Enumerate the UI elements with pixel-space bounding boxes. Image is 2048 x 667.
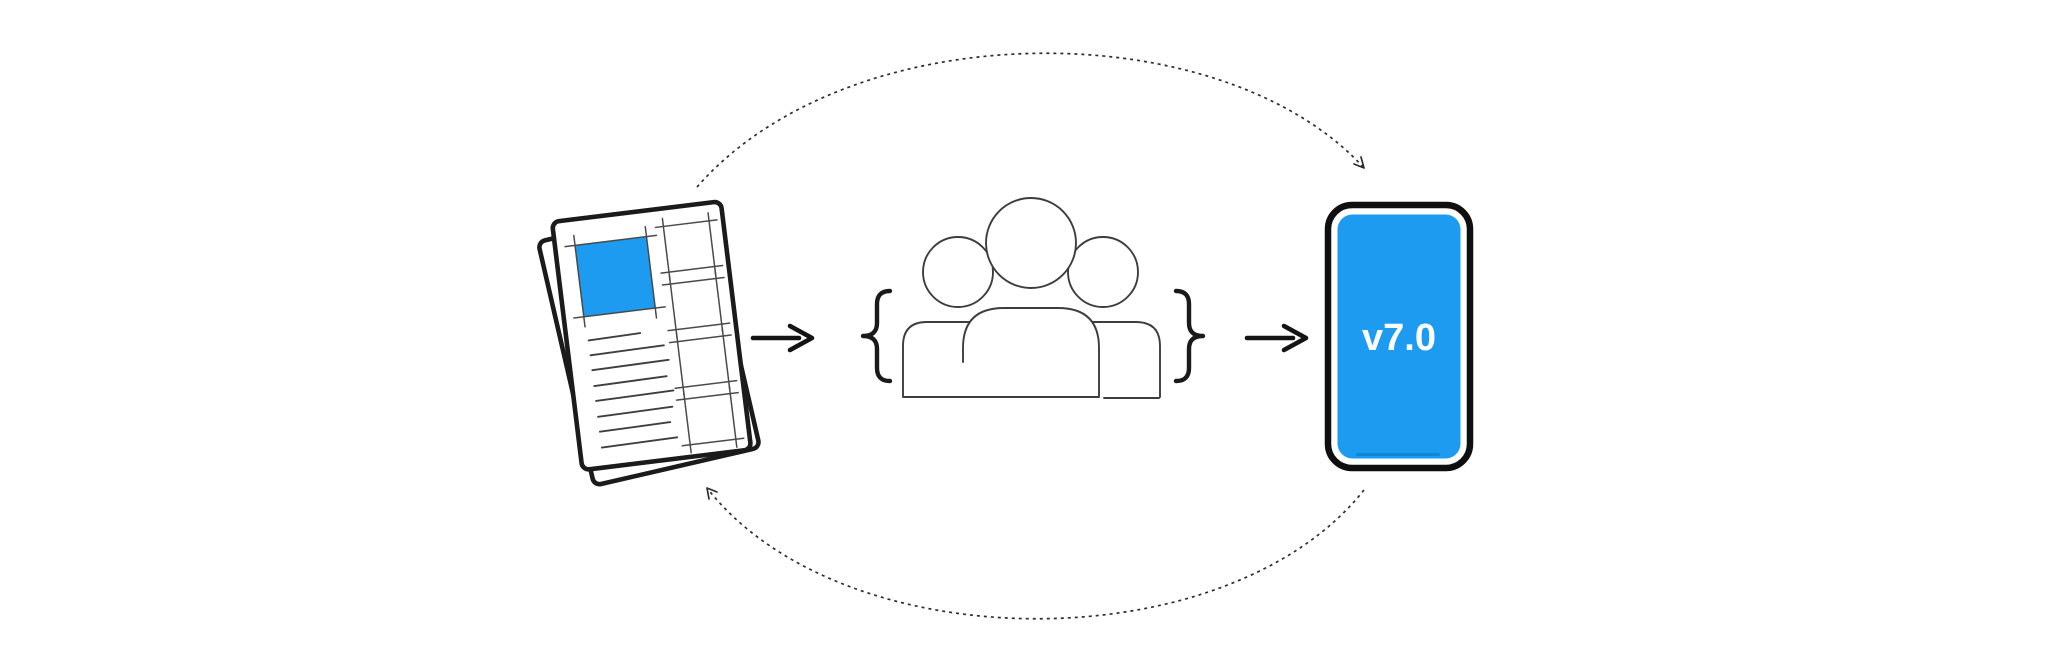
user-center-body-fill (963, 308, 1099, 397)
crop-mark (675, 391, 739, 401)
crop-mark (564, 234, 658, 248)
text-lines (587, 332, 679, 449)
crop-mark (721, 327, 731, 391)
text-line (595, 389, 675, 402)
wireframe-pages-icon (537, 199, 761, 487)
crop-mark (667, 322, 731, 332)
arrow-right-icon (1244, 323, 1309, 353)
crop-mark (668, 334, 732, 344)
crop-mark (668, 275, 678, 339)
text-line (598, 421, 672, 433)
front-page (550, 199, 753, 472)
text-line (591, 358, 670, 372)
user-group-icon (860, 197, 1206, 399)
cycle-arrow-top-curve (696, 52, 1365, 188)
user-right-body (1050, 321, 1161, 398)
crop-mark (660, 264, 724, 274)
cycle-arrow-bottom-curve (706, 487, 1365, 620)
crop-mark (661, 276, 725, 286)
brace-right-icon (1173, 288, 1206, 384)
text-line (597, 405, 674, 418)
cycle-arrow-top-icon (696, 52, 1365, 188)
crop-mark (661, 217, 671, 281)
crop-mark (707, 212, 717, 276)
crop-mark (674, 379, 738, 389)
cycle-arrow-bottom-icon (706, 487, 1365, 620)
phone-version-label: v7.0 (1362, 317, 1436, 359)
cycle-arrow-bottom-head (706, 487, 718, 500)
crop-mark (654, 219, 718, 229)
crop-mark (728, 384, 738, 448)
text-line (589, 344, 665, 357)
arrow-head (787, 323, 815, 353)
crop-mark (644, 225, 658, 319)
crop-mark (681, 437, 745, 447)
thumbnail-grid (654, 212, 745, 454)
text-line (600, 436, 679, 449)
phone-icon: v7.0 (1324, 201, 1474, 472)
home-indicator (1356, 453, 1440, 456)
user-right-head (1067, 236, 1139, 308)
cycle-arrow-top-head (1353, 156, 1365, 169)
crop-mark (682, 390, 692, 454)
arrow-right-icon (750, 323, 815, 353)
crop-mark (714, 269, 724, 333)
user-center-body (962, 307, 1100, 397)
crop-mark (573, 306, 666, 319)
user-center-head (985, 197, 1077, 289)
text-line (593, 375, 668, 388)
phone-screen (1337, 214, 1461, 459)
user-left-head (922, 236, 994, 308)
hero-image-placeholder (564, 225, 666, 328)
brace-left-icon (860, 288, 893, 384)
crop-mark (675, 332, 685, 396)
arrow-head (1281, 323, 1309, 353)
text-line (587, 332, 642, 342)
crop-mark (573, 234, 586, 328)
user-left-body (902, 321, 1013, 398)
hero-image-block (575, 236, 656, 317)
